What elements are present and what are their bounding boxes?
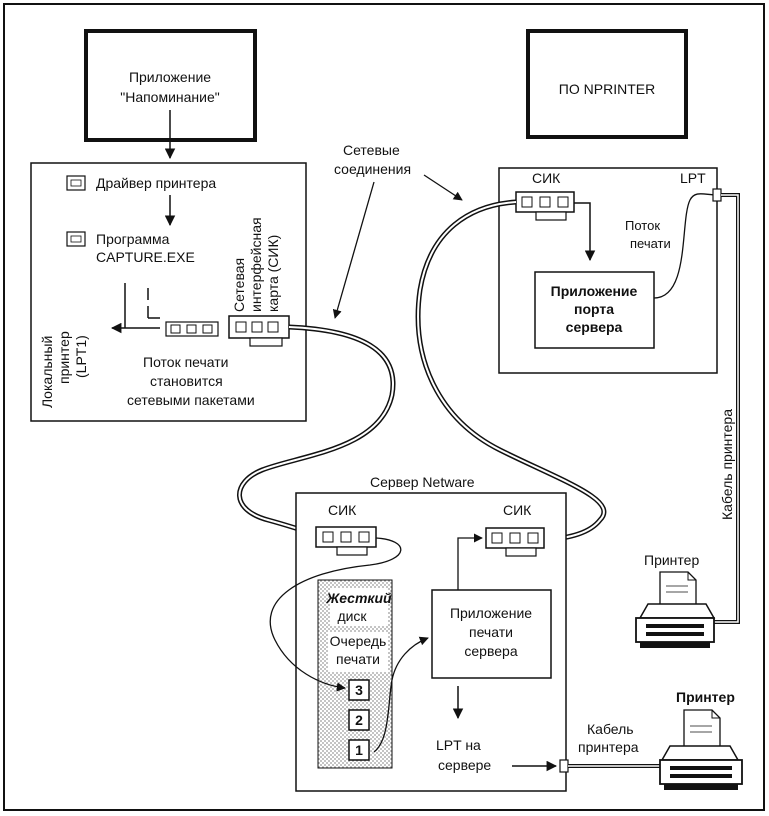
printer-top-icon: Принтер [635,552,716,648]
print-server-line1: Приложение [450,605,532,621]
printer-bottom-label: Принтер [676,689,735,705]
print-station-box: СИК LPT Поток печати Приложение порта се… [498,167,722,374]
capture-line1: Программа [96,231,170,247]
port-app-line2: порта [574,301,614,317]
cable-bottom-line2: принтера [578,739,639,755]
print-server-line3: сервера [464,643,517,659]
nic-label-line3: карта (СИК) [265,235,281,312]
nic-label-line2: интерфейсная [248,217,264,312]
app-reminder-line2: "Напоминание" [120,89,220,105]
queue-job-1: 1 [348,739,370,761]
local-printer-line1: Локальный [39,336,55,408]
capture-line2: CAPTURE.EXE [96,249,195,265]
server-nic-right-card [485,527,545,557]
port-app-line3: сервера [566,319,623,335]
local-printer-line2: принтер [56,331,72,384]
svg-text:3: 3 [355,682,363,698]
printer-bottom-icon: Принтер [659,689,743,790]
network-connections-line1: Сетевые [343,142,400,158]
printer-top-label: Принтер [644,552,699,568]
queue-label-line2: печати [336,651,380,667]
disk-label-line2: диск [337,608,367,624]
server-lpt-line2: сервере [438,757,491,773]
network-pointer-right [423,174,463,201]
stream-label-line1: Поток [625,218,660,233]
port-server-app-box [534,271,655,349]
outer-frame [3,3,765,811]
driver-label: Драйвер принтера [96,175,216,191]
port-app-line1: Приложение [551,283,638,299]
app-to-nic-arrow [457,533,483,590]
stream-label-line2: печати [630,236,671,251]
print-server-line2: печати [469,624,513,640]
queue-job-3: 3 [348,679,370,701]
cable-bottom-line1: Кабель [587,721,634,737]
queue-job-2: 2 [348,709,370,731]
disk-label-line1: Жесткий [325,590,392,606]
nprinter-label: ПО NPRINTER [559,81,655,97]
queue-to-app-arrow [373,636,429,753]
print-station-lpt-label: LPT [680,170,706,186]
nic-to-queue-arrow [269,537,402,692]
print-server-app-box [431,589,552,679]
app-reminder-line1: Приложение [129,69,211,85]
print-station-nic-label: СИК [532,170,561,186]
server-title: Сервер Netware [370,474,475,490]
svg-text:2: 2 [355,712,363,728]
server-nic-right-label: СИК [503,502,532,518]
driver-icon [66,175,86,191]
lpt-connector [712,188,722,202]
server-lpt-line1: LPT на [436,737,481,753]
workstation-box: Драйвер принтера Программа CAPTURE.EXE С… [30,162,307,422]
printer-cable-vertical-label: Кабель принтера [719,409,735,520]
server-nic-left-card [315,526,377,556]
nic-label-line1: Сетевая [231,258,247,312]
network-pointer-down [332,181,375,319]
server-nic-left-label: СИК [328,502,357,518]
local-printer-line3: (LPT1) [73,335,89,378]
network-connections-line2: соединения [334,161,411,177]
server-lpt-connector [559,759,569,773]
flow-label-line1: Поток печати [143,354,229,370]
svg-text:1: 1 [355,742,363,758]
server-box: Сервер Netware СИК СИК Жесткий диск Очер… [269,474,569,792]
flow-label-line3: сетевыми пакетами [127,392,255,408]
print-station-nic-card [515,191,575,221]
capture-icon [66,231,86,247]
queue-label-line1: Очередь [330,633,387,649]
flow-label-line2: становится [150,373,223,389]
nprinter-box: ПО NPRINTER [526,29,688,139]
